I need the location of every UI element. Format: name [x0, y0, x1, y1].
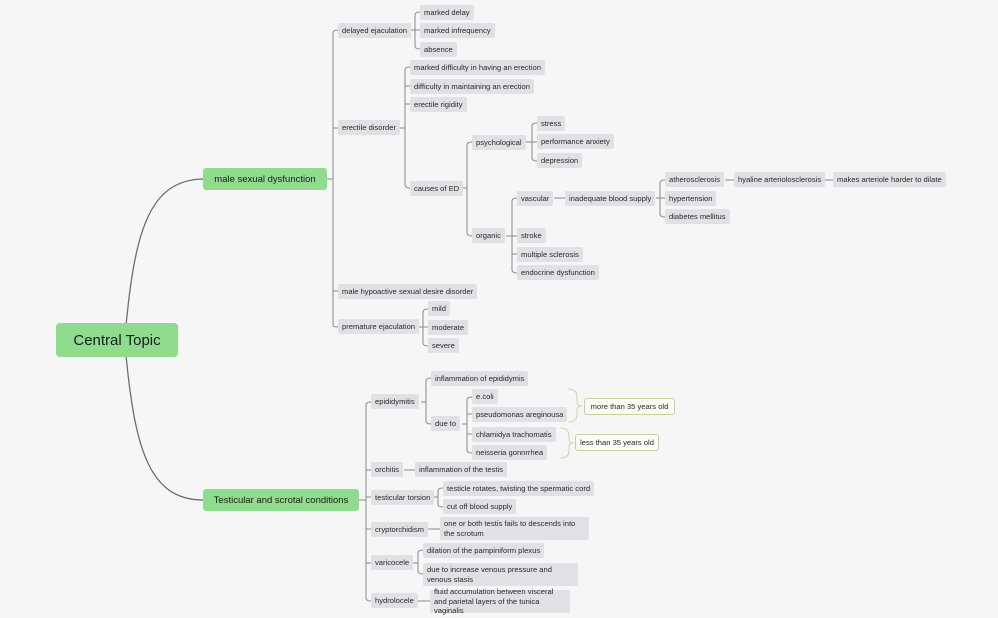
- node-atherosclerosis[interactable]: atherosclerosis: [665, 172, 725, 187]
- node-erectile-rigidity[interactable]: erectile rigidity: [410, 97, 467, 112]
- node-one-or-both-testis[interactable]: one or both testis fails to descends int…: [440, 517, 589, 540]
- node-performance-anxiety[interactable]: performance anxiety: [537, 134, 614, 149]
- summary-more-than-35[interactable]: more than 35 years old: [584, 398, 675, 415]
- node-neisseria[interactable]: neisseria gonnrrhea: [472, 445, 548, 460]
- node-causes-of-ed[interactable]: causes of ED: [410, 181, 464, 196]
- summary-less-than-35[interactable]: less than 35 years old: [575, 434, 659, 451]
- node-orchitis[interactable]: orchitis: [371, 462, 404, 477]
- topic-testicular-scrotal-conditions[interactable]: Testicular and scrotal conditions: [203, 489, 359, 511]
- node-testicular-torsion[interactable]: testicular torsion: [371, 490, 435, 505]
- node-mild[interactable]: mild: [428, 301, 450, 316]
- node-multiple-sclerosis[interactable]: multiple sclerosis: [517, 247, 583, 262]
- node-hyaline-arteriolosclerosis[interactable]: hyaline arteriolosclerosis: [734, 172, 826, 187]
- node-erectile-disorder[interactable]: erectile disorder: [338, 120, 401, 135]
- node-male-hypoactive[interactable]: male hypoactive sexual desire disorder: [338, 284, 478, 299]
- node-vascular[interactable]: vascular: [517, 191, 554, 206]
- node-inflammation-testis[interactable]: inflammation of the testis: [415, 462, 507, 477]
- node-inadequate-blood-supply[interactable]: inadequate blood supply: [565, 191, 656, 206]
- node-severe[interactable]: severe: [428, 338, 459, 353]
- node-stress[interactable]: stress: [537, 116, 566, 131]
- node-epididymitis[interactable]: epididymitis: [371, 394, 419, 409]
- node-difficulty-maintaining[interactable]: difficulty in maintaining an erection: [410, 79, 534, 94]
- node-depression[interactable]: depression: [537, 153, 583, 168]
- node-fluid-accumulation[interactable]: fluid accumulation between visceral and …: [430, 587, 570, 615]
- node-marked-difficulty[interactable]: marked difficulty in having an erection: [410, 60, 545, 75]
- node-varicocele[interactable]: varicocele: [371, 555, 414, 570]
- node-hydrolocele[interactable]: hydrolocele: [371, 593, 418, 608]
- node-premature-ejaculation[interactable]: premature ejaculation: [338, 319, 420, 334]
- node-marked-delay[interactable]: marked delay: [420, 5, 474, 20]
- node-cryptorchidism[interactable]: cryptorchidism: [371, 522, 428, 537]
- node-moderate[interactable]: moderate: [428, 320, 469, 335]
- node-pseudomonas[interactable]: pseudomonas areginousa: [472, 407, 568, 422]
- node-absence[interactable]: absence: [420, 42, 457, 57]
- node-due-to-increase-venous[interactable]: due to increase venous pressure and veno…: [423, 563, 578, 586]
- node-psychological[interactable]: psychological: [472, 135, 526, 150]
- node-dilation-pampiniform[interactable]: dilation of the pampiniform plexus: [423, 543, 545, 558]
- node-inflammation-epididymis[interactable]: inflammation of epididymis: [431, 371, 529, 386]
- node-stroke[interactable]: stroke: [517, 228, 546, 243]
- topic-male-sexual-dysfunction[interactable]: male sexual dysfunction: [203, 168, 327, 190]
- node-testicle-rotates[interactable]: testicle rotates, twisting the spermatic…: [443, 481, 595, 496]
- node-endocrine-dysfunction[interactable]: endocrine dysfunction: [517, 265, 599, 280]
- node-makes-arteriole-harder[interactable]: makes arteriole harder to dilate: [833, 172, 946, 187]
- node-ecoli[interactable]: e.coli: [472, 389, 498, 404]
- node-marked-infrequency[interactable]: marked infrequency: [420, 23, 495, 38]
- node-organic[interactable]: organic: [472, 228, 505, 243]
- central-topic[interactable]: Central Topic: [56, 323, 178, 357]
- node-cut-off-blood-supply[interactable]: cut off blood supply: [443, 499, 517, 514]
- node-hypertension[interactable]: hypertension: [665, 191, 717, 206]
- node-diabetes-mellitus[interactable]: diabetes mellitus: [665, 209, 730, 224]
- node-chlamidya[interactable]: chlamidya trachomatis: [472, 427, 556, 442]
- node-delayed-ejaculation[interactable]: delayed ejaculation: [338, 23, 412, 38]
- node-due-to[interactable]: due to: [431, 416, 461, 431]
